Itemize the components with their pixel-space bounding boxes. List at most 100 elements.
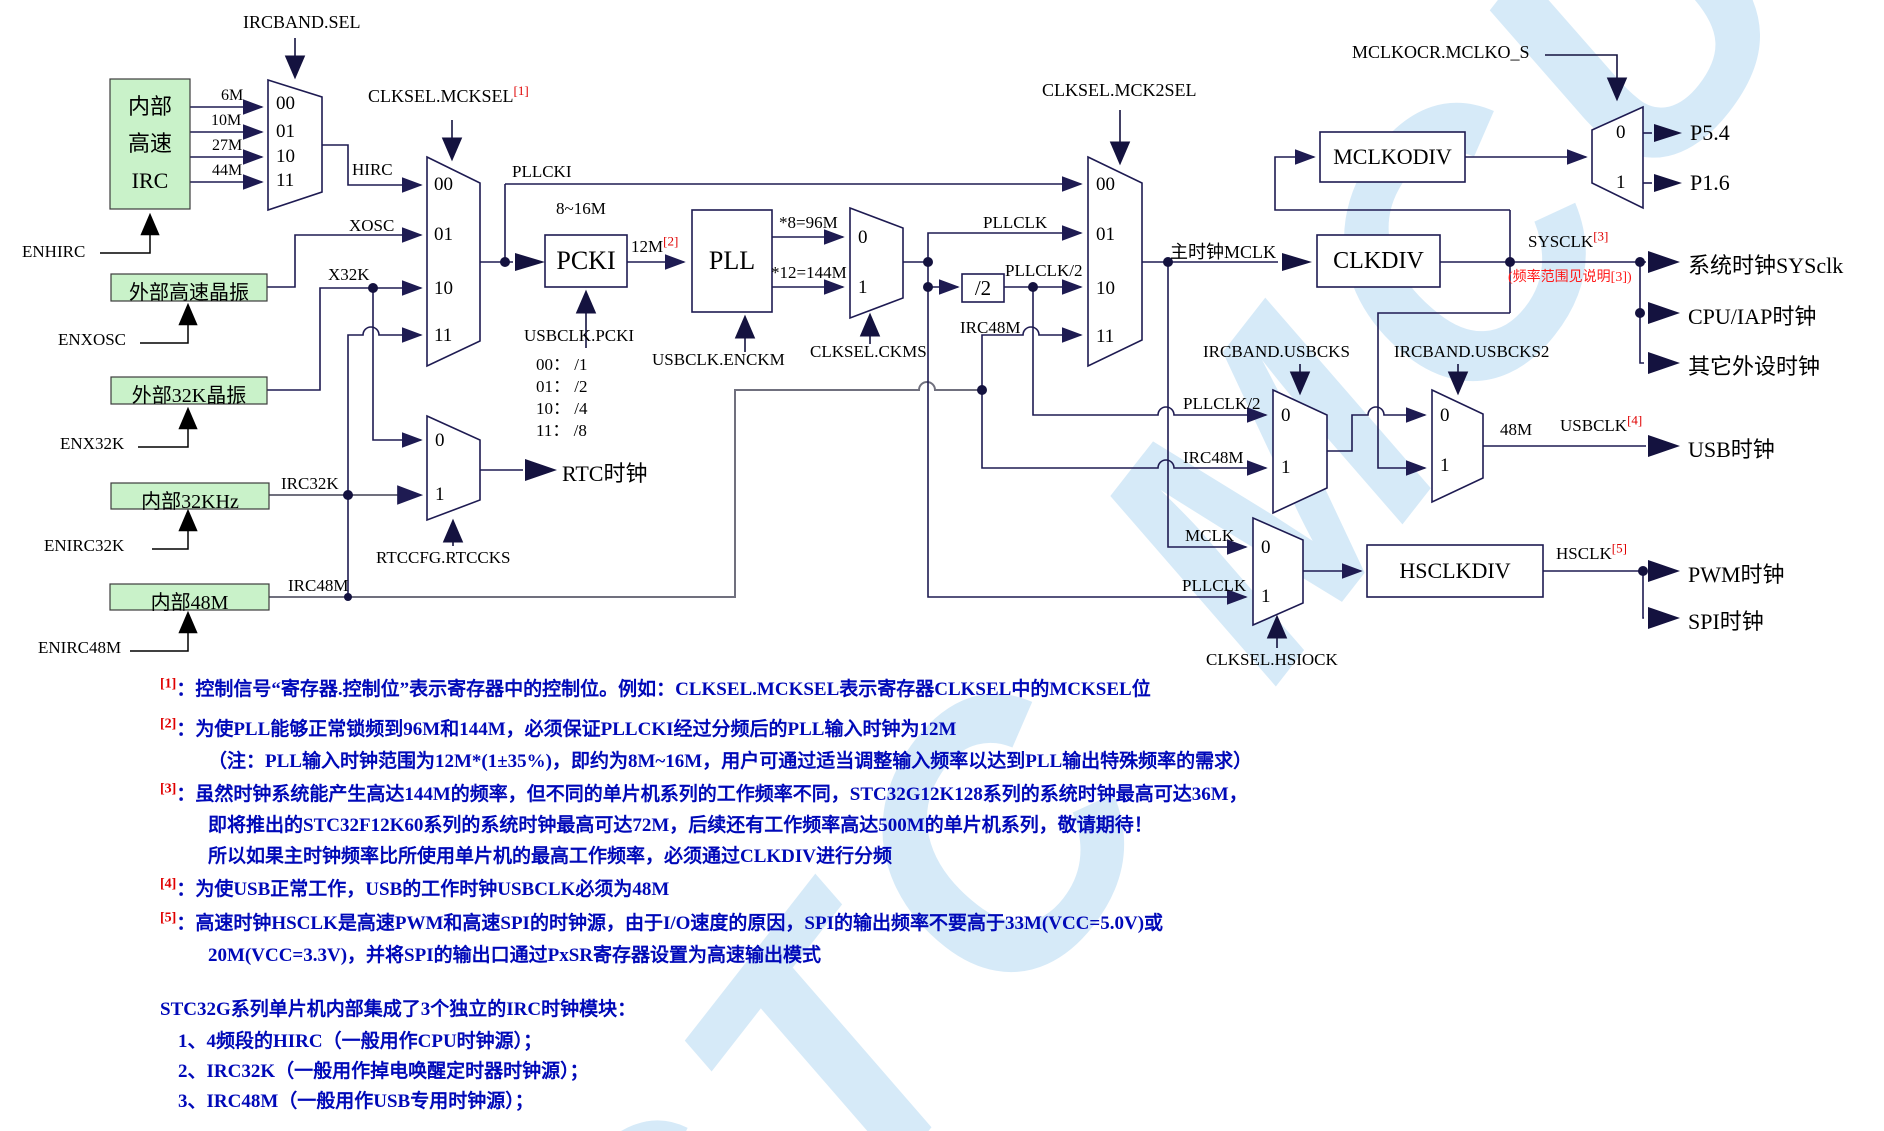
label-mclkodiv-block: MCLKODIV bbox=[1333, 144, 1452, 169]
junction-dot bbox=[344, 593, 352, 601]
wire-hsclk-spi bbox=[1642, 571, 1644, 619]
label-x8-96m: *8=96M bbox=[779, 213, 838, 232]
arrow-sysclk bbox=[1648, 251, 1680, 273]
junction-dot bbox=[343, 490, 353, 500]
mux1-code-01: 01 bbox=[276, 121, 295, 142]
label-xosc: XOSC bbox=[349, 216, 395, 235]
mclko-code-0: 0 bbox=[1616, 122, 1626, 143]
junction-dots bbox=[343, 257, 1648, 601]
enable-wires bbox=[100, 212, 198, 652]
block-clkdiv bbox=[1316, 234, 1441, 288]
mux-rtccfg-rtccks bbox=[426, 414, 481, 522]
label-mclk-main: 主时钟MCLK bbox=[1170, 242, 1277, 262]
label-internal-48m: 内部48M bbox=[150, 592, 229, 614]
block-pll bbox=[691, 209, 773, 313]
arrow-pcki-in bbox=[515, 253, 545, 271]
box-external-xosc bbox=[110, 273, 268, 302]
divider-option: 11： /8 bbox=[536, 421, 587, 440]
summary-header: STC32G系列单片机内部集成了3个独立的IRC时钟模块： bbox=[160, 999, 637, 1020]
mux1-code-10: 10 bbox=[276, 146, 295, 167]
label-clksel-mck2sel: CLKSEL.MCK2SEL bbox=[1042, 80, 1197, 100]
usbclk-text: USBCLK bbox=[1560, 416, 1628, 435]
label-rtccfg-rtccks: RTCCFG.RTCCKS bbox=[376, 548, 511, 567]
junction-dot bbox=[1163, 257, 1173, 267]
footnote-3-line2: 即将推出的STC32F12K60系列的系统时钟最高可达72M，后续还有工作频率高… bbox=[208, 815, 1153, 836]
clksel-mcksel-text: CLKSEL.MCKSEL bbox=[368, 86, 514, 106]
label-ircband-usbcks2: IRCBAND.USBCKS2 bbox=[1394, 342, 1550, 361]
wire-irc48m-long bbox=[269, 381, 982, 598]
summary-item-3: 3、IRC48M（一般用作USB专用时钟源）； bbox=[178, 1091, 534, 1112]
junction-dot bbox=[923, 257, 933, 267]
wire-mclk-to-hsiock0 bbox=[1167, 262, 1248, 555]
footnote-2: [2]：为使PLL能够正常锁频到96M和144M，必须保证PLLCKI经过分频后… bbox=[160, 714, 956, 741]
mux-ircband-usbcks2 bbox=[1431, 388, 1484, 504]
mux-clksel-hsiock bbox=[1252, 516, 1304, 627]
wire-irc48m-to-usbcks1 bbox=[981, 390, 1268, 476]
footnote-5-line2: 20M(VCC=3.3V)，并将SPI的输出口通过PxSR寄存器设置为高速输出模… bbox=[208, 945, 822, 966]
footnote-2-text: ：为使PLL能够正常锁频到96M和144M，必须保证PLLCKI经过分频后的PL… bbox=[176, 719, 957, 740]
12m-text: 12M bbox=[631, 237, 664, 256]
block-hsclkdiv bbox=[1366, 544, 1544, 598]
label-external-xosc: 外部高速晶振 bbox=[129, 282, 249, 304]
hsclk-text: HSCLK bbox=[1556, 544, 1612, 563]
rtc-code-0: 0 bbox=[435, 430, 445, 451]
sup-3: [3] bbox=[1593, 228, 1609, 244]
summary-item-1: 1、4频段的HIRC（一般用作CPU时钟源）； bbox=[178, 1031, 543, 1052]
footnote-4-sup: [4] bbox=[160, 876, 177, 892]
wire-irc48m-to-mcksel11 bbox=[347, 326, 423, 597]
hsiock-code-0: 0 bbox=[1261, 537, 1271, 558]
mux-clksel-ckms bbox=[849, 206, 904, 320]
label-hsclk: HSCLK[5] bbox=[1556, 541, 1627, 564]
footnote-4: [4]：为使USB正常工作，USB的工作时钟USBCLK必须为48M bbox=[160, 874, 669, 901]
label-enx32k: ENX32K bbox=[60, 434, 125, 453]
box-internal-hirc bbox=[109, 78, 191, 210]
ctrl-enx32k bbox=[138, 406, 198, 448]
mcksel-code-01: 01 bbox=[434, 224, 453, 245]
label-pllclk-top: PLLCLK bbox=[983, 213, 1048, 232]
output-pwm-clock: PWM时钟 bbox=[1688, 562, 1785, 587]
mcksel-code-10: 10 bbox=[434, 278, 453, 299]
wire-x32k bbox=[267, 280, 423, 391]
label-mclkocr: MCLKOCR.MCLKO_S bbox=[1352, 42, 1530, 62]
sup-5: [5] bbox=[1611, 540, 1627, 556]
footnote-5-text: ：高速时钟HSCLK是高速PWM和高速SPI的时钟源，由于I/O速度的原因，SP… bbox=[176, 913, 1164, 934]
ckms-code-1: 1 bbox=[858, 277, 868, 298]
junction-dot bbox=[500, 257, 510, 267]
usbcks2-code-0: 0 bbox=[1440, 405, 1450, 426]
footnote-2-sup: [2] bbox=[160, 716, 177, 732]
ctrl-enhirc bbox=[100, 212, 160, 254]
label-irc48m-src: IRC48M bbox=[288, 576, 349, 595]
output-arrows bbox=[515, 124, 1682, 629]
label-sysclk: SYSCLK[3] bbox=[1528, 229, 1608, 252]
mux-clksel-mcksel bbox=[426, 155, 481, 368]
footnote-1-text: ：控制信号“寄存器.控制位”表示寄存器中的控制位。例如：CLKSEL.MCKSE… bbox=[176, 679, 1151, 700]
label-internal-32k: 内部32KHz bbox=[141, 491, 239, 513]
control-wires bbox=[284, 38, 1628, 648]
label-pllclk-hs: PLLCLK bbox=[1182, 576, 1247, 595]
label-mclk: MCLK bbox=[1185, 526, 1235, 545]
ctrl-enirc32k bbox=[152, 508, 198, 550]
hirc-line3: IRC bbox=[131, 168, 169, 193]
label-hirc: HIRC bbox=[352, 160, 393, 179]
wire-sysclk-periph bbox=[1639, 313, 1644, 364]
wire-to-div2 bbox=[927, 262, 960, 295]
box-internal-32k bbox=[110, 482, 270, 510]
block-pcki bbox=[544, 234, 628, 288]
divider-option: 00： /1 bbox=[536, 355, 588, 374]
label-usbclk-pcki: USBCLK.PCKI bbox=[524, 326, 635, 345]
rtc-code-1: 1 bbox=[435, 484, 445, 505]
junction-dot bbox=[1028, 282, 1038, 292]
footnote-1: [1]：控制信号“寄存器.控制位”表示寄存器中的控制位。例如：CLKSEL.MC… bbox=[160, 674, 1151, 701]
label-clksel-hsiock: CLKSEL.HSIOCK bbox=[1206, 650, 1338, 669]
label-irc48m-usb: IRC48M bbox=[1183, 448, 1244, 467]
arrow-pwm-clock bbox=[1648, 560, 1680, 582]
label-ircband-usbcks: IRCBAND.USBCKS bbox=[1203, 342, 1350, 361]
footnote-5-sup: [5] bbox=[160, 910, 177, 926]
block-mclkodiv bbox=[1319, 131, 1466, 183]
mclko-code-1: 1 bbox=[1616, 172, 1626, 193]
hirc-line2: 高速 bbox=[127, 131, 172, 156]
wire-usbcks-to-usbcks2 bbox=[1327, 406, 1427, 452]
footnote-3-text: ：虽然时钟系统能产生高达144M的频率，但不同的单片机系列的工作频率不同，STC… bbox=[176, 784, 1248, 805]
junction-dot bbox=[1505, 257, 1515, 267]
